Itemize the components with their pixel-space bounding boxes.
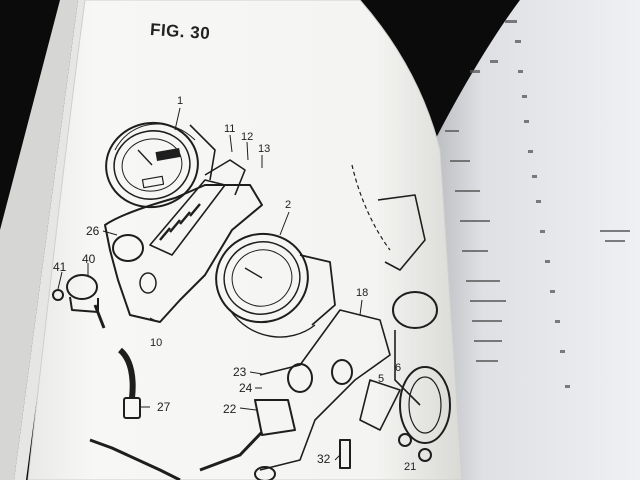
callout-24: 24: [239, 381, 253, 395]
callout-5: 5: [378, 373, 385, 385]
callout-18: 18: [356, 287, 369, 299]
callout-22: 22: [223, 402, 237, 416]
callout-1: 1: [177, 95, 184, 107]
figure-title: FIG. 30: [149, 19, 211, 44]
switch-icon: [52, 274, 106, 329]
wiring-connector-icon: [199, 309, 391, 480]
diagram-page: [27, 0, 463, 480]
callout-21: 21: [404, 461, 417, 473]
callout-6: 6: [395, 362, 402, 374]
harness-assembly-icon: [351, 164, 451, 462]
speedometer-icon: [105, 121, 216, 209]
callout-32: 32: [317, 452, 331, 466]
instrument-bracket-icon: [104, 159, 263, 323]
callout-23: 23: [233, 365, 247, 379]
callout-27: 27: [157, 400, 171, 414]
cable-icon: [89, 347, 181, 480]
opposite-page: [430, 0, 640, 480]
callout-12: 12: [241, 131, 254, 143]
callout-26: 26: [86, 224, 100, 238]
callout-2: 2: [285, 199, 292, 211]
callout-13: 13: [258, 143, 271, 155]
tachometer-icon: [215, 232, 336, 338]
callout-41: 41: [53, 260, 67, 274]
callout-40: 40: [82, 252, 96, 266]
callout-10: 10: [150, 337, 163, 349]
callout-11: 11: [224, 123, 236, 135]
leader-lines: [57, 107, 363, 461]
